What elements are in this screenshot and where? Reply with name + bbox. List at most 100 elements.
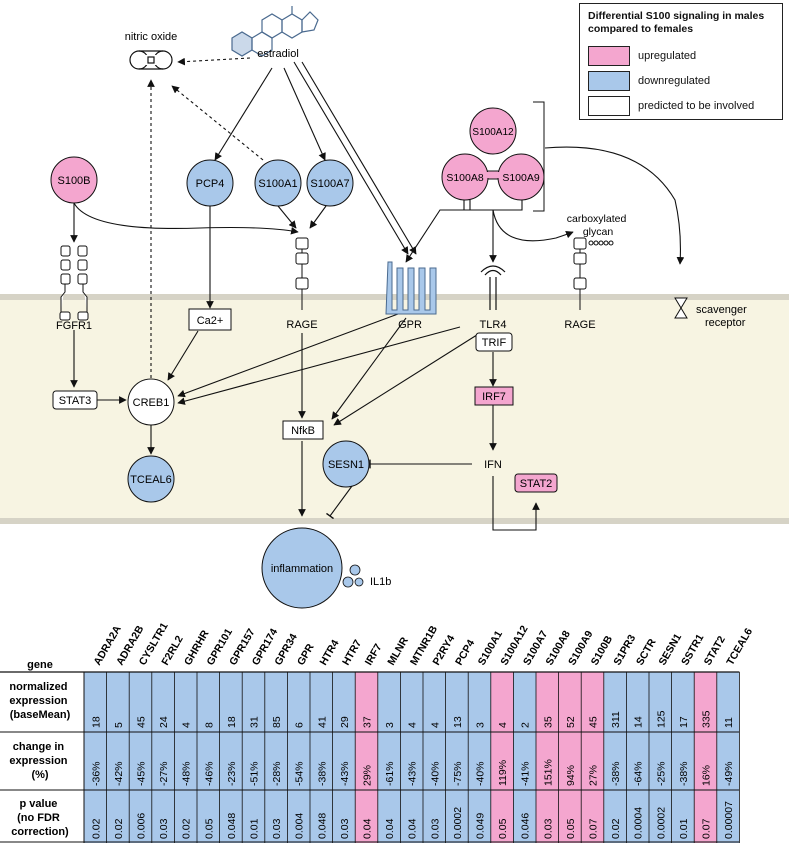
stat3-label: STAT3: [59, 395, 92, 407]
node-sesn1: SESN1: [322, 440, 370, 488]
cell-p: 0.006: [136, 813, 148, 839]
fgfr1-receptor-icon: [59, 245, 89, 321]
s100a1-label: S100A1: [258, 178, 297, 190]
table-column-s100a8: [536, 672, 559, 843]
legend-swatch-down: [588, 71, 630, 91]
cell-p: 0.046: [520, 813, 532, 839]
cell-base-mean: 35: [542, 716, 554, 728]
table-column-sctr: [626, 672, 649, 843]
gene-label: TCEAL6: [724, 626, 755, 668]
cell-change: -27%: [158, 761, 170, 786]
tlr4-receptor-icon: [480, 265, 506, 310]
cell-p: 0.01: [249, 818, 261, 839]
cell-base-mean: 24: [158, 716, 170, 728]
table-grid-lines: [0, 671, 740, 843]
cell-change: 27%: [588, 765, 600, 786]
cell-base-mean: 31: [249, 716, 261, 728]
cell-p: 0.0002: [452, 807, 464, 839]
table-column-f2rl2: [151, 672, 175, 843]
cell-p: 0.03: [158, 818, 170, 839]
table-column-adra2b: [106, 672, 130, 843]
s100a7-label: S100A7: [310, 178, 349, 190]
table-column-gpr157: [219, 672, 243, 843]
row-header-change-1: change in: [13, 741, 65, 753]
cell-change: -28%: [271, 761, 283, 786]
table-column-irf7: [355, 672, 378, 843]
cell-change: -51%: [249, 761, 261, 786]
node-nfkb: NfkB: [282, 420, 324, 440]
gene-label: SCTR: [634, 636, 659, 667]
ca2-label: Ca2+: [197, 315, 224, 327]
cell-change: -49%: [723, 761, 735, 786]
cell-p: 0.03: [429, 818, 441, 839]
edge-tlr4-nfkb: [333, 332, 481, 426]
table-column-gpr34: [264, 672, 288, 843]
cell-p: 0.00007: [723, 801, 735, 839]
gene-label: PCP4: [453, 638, 477, 668]
cell-change: -54%: [294, 761, 306, 786]
cell-base-mean: 45: [588, 716, 600, 728]
cell-base-mean: 85: [271, 716, 283, 728]
cell-p: 0.0002: [655, 807, 667, 839]
cell-change: -75%: [452, 761, 464, 786]
legend-swatch-predicted: [588, 96, 630, 116]
edge-s100a1-rage: [277, 205, 297, 229]
cell-p: 0.048: [316, 813, 328, 839]
cell-change: 29%: [362, 765, 374, 786]
node-s100b: S100B: [50, 156, 98, 204]
nfkb-label: NfkB: [291, 425, 315, 437]
creb1-label: CREB1: [133, 397, 170, 409]
sesn1-label: SESN1: [328, 459, 364, 471]
scavenger-receptor-label-2: receptor: [705, 317, 746, 329]
cell-base-mean: 45: [136, 716, 148, 728]
scavenger-receptor-icon: [674, 297, 688, 319]
node-stat2: STAT2: [514, 473, 558, 493]
cell-change: -23%: [226, 761, 238, 786]
cell-p: 0.02: [113, 818, 125, 839]
cell-p: 0.05: [497, 818, 509, 839]
edge-ifn-stat2: [492, 476, 540, 531]
cell-base-mean: 125: [655, 710, 667, 728]
irf7-label: IRF7: [482, 391, 506, 403]
cell-base-mean: 6: [294, 722, 306, 728]
row-header-basemean-3: (baseMean): [10, 709, 71, 721]
cell-p: 0.01: [678, 818, 690, 839]
edge-s100a7-rage: [309, 205, 327, 229]
il1b-label: IL1b: [370, 576, 391, 588]
s100a12-label: S100A12: [472, 127, 514, 138]
table-column-gpr174: [242, 672, 265, 843]
cell-p: 0.048: [226, 813, 238, 839]
calgranulin-group-bracket: [533, 101, 545, 212]
cell-change: -45%: [136, 761, 148, 786]
pcp4-label: PCP4: [196, 178, 225, 190]
node-trif: TRIF: [475, 332, 513, 352]
edge-estradiol-gpr-b: [301, 61, 417, 255]
cell-base-mean: 41: [316, 716, 328, 728]
row-header-change-2: expression: [9, 755, 67, 767]
cell-base-mean: 4: [181, 722, 193, 728]
nitric-oxide-label: nitric oxide: [125, 31, 178, 43]
cell-base-mean: 52: [565, 716, 577, 728]
edge-dimer-glycan: [492, 209, 574, 242]
cell-change: -43%: [339, 761, 351, 786]
table-column-cysltr1: [129, 672, 152, 843]
cell-change: -25%: [655, 761, 667, 786]
cell-base-mean: 4: [497, 722, 509, 728]
cell-base-mean: 3: [475, 722, 487, 728]
ifn-label: IFN: [484, 459, 502, 471]
cell-p: 0.02: [610, 818, 622, 839]
cell-p: 0.03: [271, 818, 283, 839]
cell-change: -38%: [610, 761, 622, 786]
row-header-pvalue-1: p value: [20, 798, 58, 810]
table-column-pcp4: [445, 672, 469, 843]
node-s100a8-s100a9-dimer: S100A8 S100A9: [441, 153, 545, 201]
carboxylated-glycan-label: carboxylated glycan: [567, 213, 629, 238]
cell-change: -61%: [384, 761, 396, 786]
s100b-label: S100B: [57, 175, 90, 187]
trif-label: TRIF: [482, 337, 507, 349]
table-column-ghrhr: [174, 672, 197, 843]
membrane-bottom-edge: [0, 518, 789, 524]
carboxylated-glycan-label-2: glycan: [583, 226, 614, 238]
gene-label: HTR4: [318, 638, 342, 668]
rage-label: RAGE: [286, 319, 317, 331]
